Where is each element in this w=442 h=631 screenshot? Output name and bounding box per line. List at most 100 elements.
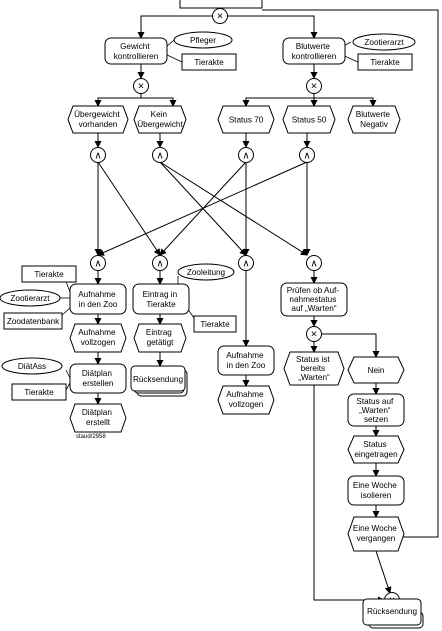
and-symbol: ∧ bbox=[242, 259, 249, 270]
document-tierakte: Tierakte bbox=[181, 53, 237, 71]
function-label: Gewicht kontrollieren bbox=[114, 42, 159, 61]
event-eine-woche-vergangen: Eine Woche vergangen bbox=[347, 516, 405, 552]
event-label: Diätplan erstellt bbox=[82, 408, 114, 427]
xor-symbol: × bbox=[311, 329, 317, 341]
event-status-50: Status 50 bbox=[282, 105, 336, 134]
event-label: Aufnahme vollzogen bbox=[226, 390, 266, 409]
xor-symbol: × bbox=[138, 81, 144, 93]
organizational-units: Pfleger Zootierarzt Zootierarzt Zooleitu… bbox=[0, 31, 416, 375]
role-pfleger: Pfleger bbox=[173, 31, 233, 49]
function-aufnahme-in-den-zoo-2: Aufnahme in den Zoo bbox=[217, 345, 275, 376]
and-connector: ∧ bbox=[152, 255, 168, 271]
document-tierakte: Tierakte bbox=[11, 383, 67, 401]
role-label: Zootierarzt bbox=[364, 38, 404, 47]
function-label: Aufnahme in den Zoo bbox=[226, 351, 266, 370]
function-pruefen-aufnahmestatus: Prüfen ob Auf- nahmestatus auf „Warten“ bbox=[280, 282, 348, 317]
and-symbol: ∧ bbox=[310, 259, 317, 270]
event-label: Status 70 bbox=[229, 116, 264, 125]
event-status-ist-bereits-warten: Status ist bereits „Warten“ bbox=[283, 351, 345, 386]
function-aufnahme-in-den-zoo: Aufnahme in den Zoo bbox=[69, 283, 127, 315]
role-zootierarzt: Zootierarzt bbox=[352, 33, 416, 51]
event-diaetplan-erstellt: Diätplan erstellt bbox=[69, 403, 127, 433]
document-tierakte: Tierakte bbox=[357, 53, 413, 71]
document-tierakte: Tierakte bbox=[21, 265, 77, 283]
process-paths: Rücksendung Rücksendung bbox=[130, 365, 424, 629]
event-status-eingetragen: Status eingetragen bbox=[347, 435, 405, 464]
event-label: Kein Übergewicht bbox=[137, 110, 183, 129]
event-label: Aufnahme vollzogen bbox=[78, 328, 118, 347]
function-label: Prüfen ob Auf- nahmestatus auf „Warten“ bbox=[287, 286, 342, 313]
document-label: Tierakte bbox=[370, 58, 400, 67]
and-symbol: ∧ bbox=[94, 151, 101, 162]
and-connector: ∧ bbox=[90, 147, 106, 163]
xor-connector: × bbox=[306, 78, 322, 94]
role-zooleitung: Zooleitung bbox=[177, 263, 235, 281]
function-eintrag-in-tierakte: Eintrag in Tierakte bbox=[132, 283, 190, 315]
function-label: Eine Woche isolieren bbox=[353, 481, 399, 500]
event-aufnahme-vollzogen-2: Aufnahme vollzogen bbox=[217, 385, 275, 415]
document-label: Tierakte bbox=[34, 270, 64, 279]
document-label: Tierakte bbox=[194, 58, 224, 67]
events: Übergewicht vorhanden Kein Übergewicht S… bbox=[67, 105, 405, 552]
functions: Gewicht kontrollieren Blutwerte kontroll… bbox=[69, 37, 405, 506]
function-label: Diätplan erstellen bbox=[82, 369, 114, 388]
xor-symbol: × bbox=[217, 11, 223, 23]
and-connector: ∧ bbox=[238, 255, 254, 271]
document-label: Zoodatenbank bbox=[7, 317, 60, 326]
function-label: Blutwerte kontrollieren bbox=[292, 42, 337, 61]
and-connector: ∧ bbox=[306, 255, 322, 271]
process-path-ruecksendung: Rücksendung bbox=[362, 598, 424, 629]
event-label: Übergewicht vorhanden bbox=[74, 109, 122, 129]
process-path-label: Rücksendung bbox=[133, 375, 184, 384]
role-label: DiätAss bbox=[18, 362, 46, 371]
event-label: Blutwerte Negativ bbox=[356, 110, 392, 129]
process-path-label: Rücksendung bbox=[367, 607, 418, 616]
and-connector: ∧ bbox=[90, 255, 106, 271]
role-zootierarzt: Zootierarzt bbox=[0, 289, 61, 307]
function-label: Aufnahme in den Zoo bbox=[78, 290, 118, 309]
event-aufnahme-vollzogen: Aufnahme vollzogen bbox=[69, 323, 127, 353]
and-symbol: ∧ bbox=[303, 151, 310, 162]
event-uebergewicht-vorhanden: Übergewicht vorhanden bbox=[67, 105, 129, 134]
and-connector: ∧ bbox=[152, 147, 168, 163]
event-label: Nein bbox=[368, 366, 385, 375]
and-symbol: ∧ bbox=[242, 151, 249, 162]
event-label: Status eingetragen bbox=[354, 440, 398, 459]
document-label: Tierakte bbox=[200, 320, 230, 329]
event-label: Status 50 bbox=[292, 116, 327, 125]
document-label: Tierakte bbox=[24, 388, 54, 397]
xor-connector: × bbox=[133, 78, 149, 94]
role-label: Zootierarzt bbox=[10, 294, 50, 303]
process-path-ruecksendung: Rücksendung bbox=[130, 365, 188, 397]
role-label: Pfleger bbox=[190, 36, 216, 45]
xor-symbol: × bbox=[311, 81, 317, 93]
and-symbol: ∧ bbox=[156, 259, 163, 270]
function-label: Status auf „Warten“ setzen bbox=[356, 397, 395, 424]
information-objects: Tierakte Tierakte Tierakte Zoodatenbank … bbox=[3, 53, 413, 401]
and-connector: ∧ bbox=[238, 147, 254, 163]
event-nein: Nein bbox=[347, 356, 405, 384]
function-diaetplan-erstellen: Diätplan erstellen bbox=[69, 363, 127, 394]
event-label: Eine Woche vergangen bbox=[353, 524, 399, 543]
function-eine-woche-isolieren: Eine Woche isolieren bbox=[347, 475, 405, 506]
and-symbol: ∧ bbox=[156, 151, 163, 162]
event-kein-uebergewicht: Kein Übergewicht bbox=[133, 105, 187, 134]
event-eintrag-getaetigt: Eintrag getätigt bbox=[133, 323, 187, 353]
role-label: Zooleitung bbox=[187, 268, 226, 277]
document-zoodatenbank: Zoodatenbank bbox=[3, 312, 63, 330]
event-blutwerte-negativ: Blutwerte Negativ bbox=[347, 105, 401, 134]
event-label: Status ist bereits „Warten“ bbox=[296, 355, 332, 382]
and-connector: ∧ bbox=[299, 147, 315, 163]
document-tierakte: Tierakte bbox=[193, 315, 237, 333]
footnote: staud/2958 bbox=[76, 434, 106, 440]
function-label: Eintrag in Tierakte bbox=[143, 290, 180, 309]
xor-connector: × bbox=[306, 326, 322, 342]
role-diaetass: DiätAss bbox=[1, 357, 63, 375]
event-label: Eintrag getätigt bbox=[146, 328, 174, 347]
function-blutwerte-kontrollieren: Blutwerte kontrollieren bbox=[282, 37, 346, 65]
function-gewicht-kontrollieren: Gewicht kontrollieren bbox=[104, 37, 168, 65]
xor-connector: × bbox=[212, 8, 228, 24]
event-status-70: Status 70 bbox=[217, 105, 275, 134]
control-flow-lines bbox=[94, 0, 439, 608]
